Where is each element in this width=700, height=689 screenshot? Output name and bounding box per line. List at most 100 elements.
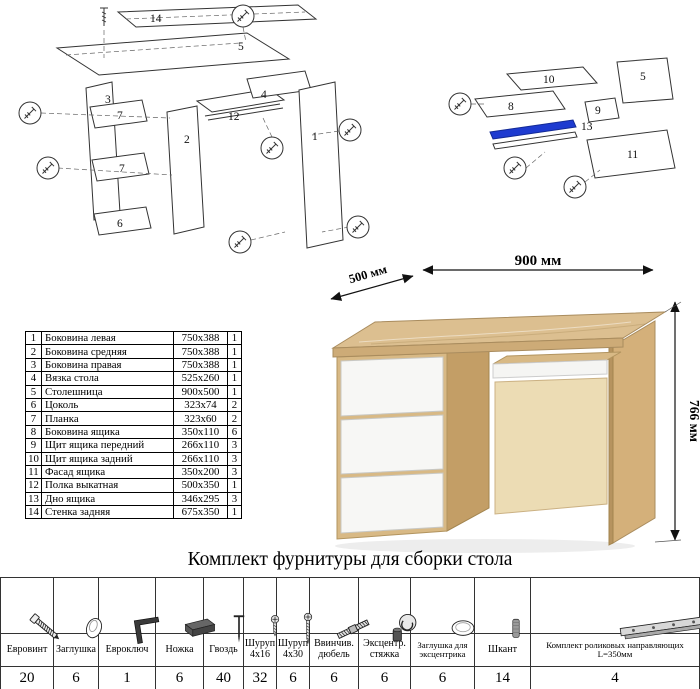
screw-callout-icon (346, 215, 370, 239)
panel-outlines (55, 4, 344, 249)
part-name-cell: Стенка задняя (41, 505, 174, 520)
keyboard-tray-front (492, 359, 608, 379)
screw-callout-icon (36, 156, 60, 180)
part-number-cell: 7 (25, 411, 42, 426)
part-size-cell: 750x388 (173, 330, 228, 346)
part-name-cell: Фасад ящика (41, 464, 174, 480)
hardware-item-label: Шкант (475, 634, 530, 667)
screw-callout-icon (503, 156, 527, 180)
part-number-label: 14 (150, 13, 162, 25)
hardware-item: Шуруп 4x30 6 (276, 578, 313, 689)
hardware-item-label: Заглушка (54, 634, 98, 667)
screw-callout-icon (563, 175, 587, 199)
hardware-item-label: Ввинчив. дюбель (310, 634, 358, 667)
part-qty-cell: 3 (227, 464, 242, 480)
table-row: 11 Фасад ящика 350x200 3 (25, 464, 242, 480)
part-size-cell: 750x388 (173, 357, 228, 373)
part-size-cell: 323x60 (173, 411, 228, 426)
table-row: 14 Стенка задняя 675x350 1 (25, 505, 242, 520)
dimension-annotations (330, 265, 682, 543)
part-number-label: 6 (117, 218, 123, 230)
drawer-front (340, 356, 444, 417)
screw-callout-icon (338, 118, 362, 142)
part-number-label: 7 (119, 163, 125, 175)
hardware-icon-cell (204, 578, 244, 642)
part-number-labels: 14 5 3 7 7 6 2 12 4 1 (105, 13, 318, 230)
table-row: 7 Планка 323x60 2 (25, 411, 242, 426)
part-number-label: 5 (238, 41, 244, 53)
part-qty-cell: 3 (227, 438, 242, 453)
hardware-item-label: Шуруп 4x30 (277, 634, 309, 667)
part-size-cell: 266x110 (173, 451, 228, 466)
part-number-cell: 10 (25, 451, 42, 466)
hardware-icon-cell (531, 578, 700, 639)
part-number-label: 5 (640, 71, 646, 83)
hardware-icon-cell (411, 578, 474, 636)
part-number-cell: 9 (25, 438, 42, 453)
hardware-item: Эксцентр. стяжка 6 (358, 578, 416, 689)
part-number-cell: 6 (25, 397, 42, 413)
part-number-cell: 5 (25, 384, 42, 399)
part-size-cell: 266x110 (173, 438, 228, 453)
part-name-cell: Боковина левая (41, 330, 174, 346)
part-size-cell: 346x295 (173, 491, 228, 507)
construction-lines (40, 11, 350, 241)
hardware-item: Заглушка для эксцентрика 6 (410, 578, 474, 689)
hardware-item-qty: 6 (330, 669, 338, 686)
hardware-icon-cell (54, 578, 103, 638)
hardware-icon-cell (1, 578, 60, 639)
screw-icon (100, 7, 108, 26)
part-number-cell: 13 (25, 491, 42, 507)
part-size-cell: 675x350 (173, 505, 228, 520)
part-number-cell: 2 (25, 344, 42, 359)
panel-outlines (474, 57, 676, 179)
table-row: 10 Щит ящика задний 266x110 3 (25, 451, 242, 466)
table-row: 13 Дно ящика 346x295 3 (25, 491, 242, 507)
hardware-item-label: Эксцентр. стяжка (359, 634, 410, 667)
part-size-cell: 900x500 (173, 384, 228, 399)
screw-callout-icon (260, 136, 284, 160)
part-qty-cell: 1 (227, 330, 242, 346)
desk-body (331, 311, 667, 546)
hardware-item: Шуруп 4x16 32 (243, 578, 280, 689)
part-qty-cell: 1 (227, 384, 242, 399)
hardware-icon-cell (310, 578, 370, 639)
hardware-item: Ножка 6 (155, 578, 215, 689)
part-number-cell: 8 (25, 424, 42, 440)
hardware-table: Евровинт 20 Заглушка 6 Евроключ 1 (0, 577, 700, 689)
part-name-cell: Цоколь (41, 397, 174, 413)
part-qty-cell: 1 (227, 357, 242, 373)
hardware-item-label: Комплект роликовых направляющих L=350мм (531, 634, 699, 667)
table-row: 3 Боковина правая 750x388 1 (25, 357, 242, 373)
part-name-cell: Планка (41, 411, 174, 426)
roller-guide-rail (489, 119, 577, 140)
part-size-cell: 750x388 (173, 344, 228, 359)
part-number-label: 3 (105, 94, 111, 106)
hardware-item: Шкант 14 (474, 578, 530, 689)
part-name-cell: Боковина средняя (41, 344, 174, 359)
part-size-cell: 350x110 (173, 424, 228, 440)
part-qty-cell: 1 (227, 505, 242, 520)
hardware-item: Комплект роликовых направляющих L=350мм … (530, 578, 700, 689)
part-number-label: 4 (261, 89, 267, 101)
hardware-icon-cell (475, 578, 530, 638)
part-number-cell: 12 (25, 478, 42, 493)
part-name-cell: Дно ящика (41, 491, 174, 507)
part-name-cell: Боковина ящика (41, 424, 174, 440)
part-number-label: 13 (581, 121, 593, 133)
hardware-kit-title: Комплект фурнитуры для сборки стола (187, 549, 513, 570)
hardware-item-qty: 20 (19, 669, 35, 686)
part-size-cell: 350x200 (173, 464, 228, 480)
part-number-label: 11 (627, 149, 638, 161)
table-row: 2 Боковина средняя 750x388 1 (25, 344, 242, 359)
hardware-item-qty: 1 (123, 669, 131, 686)
hardware-icon-cell (244, 578, 280, 637)
part-name-cell: Щит ящика задний (41, 451, 174, 466)
part-number-cell: 1 (25, 330, 42, 346)
hardware-item-qty: 4 (611, 669, 619, 686)
part-name-cell: Вязка стола (41, 371, 174, 386)
part-number-label: 7 (117, 110, 123, 122)
table-row: 9 Щит ящика передний 266x110 3 (25, 438, 242, 453)
width-dimension-label: 900 мм (515, 253, 562, 269)
